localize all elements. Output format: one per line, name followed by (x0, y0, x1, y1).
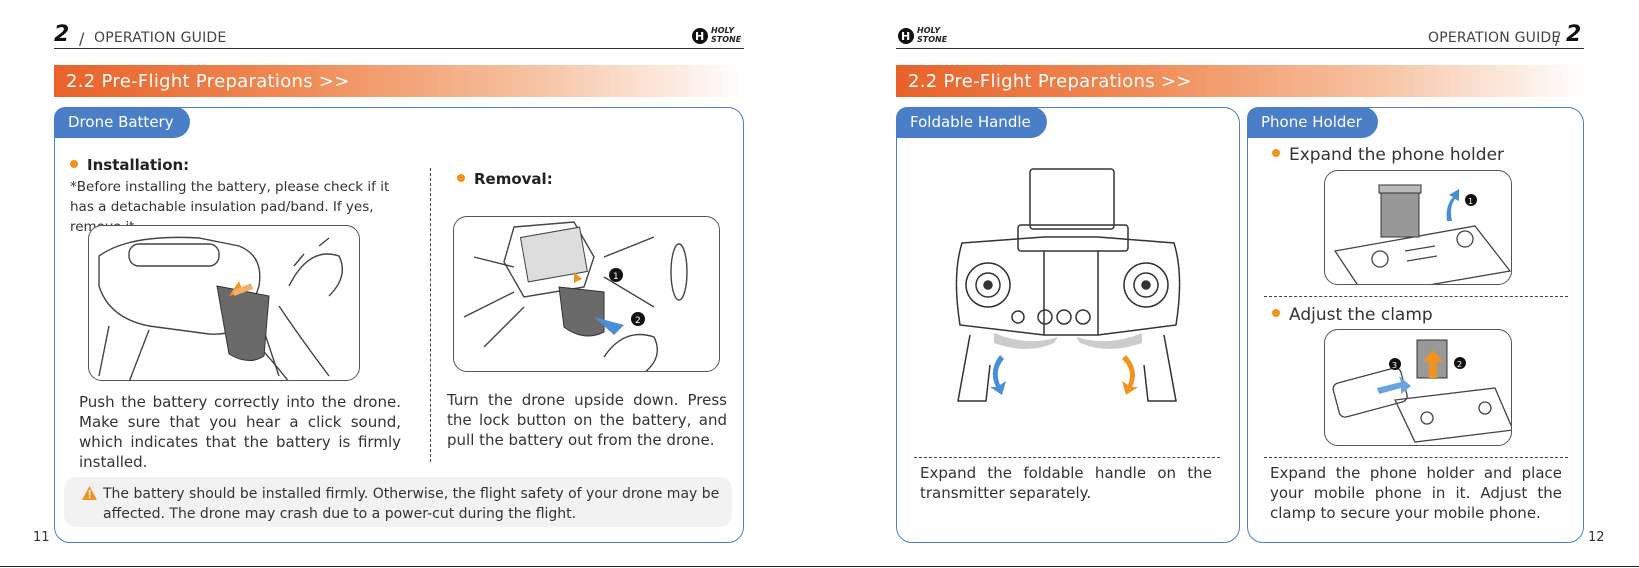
warning-text: The battery should be installed firmly. … (103, 486, 720, 522)
adjust-clamp-illustration: 3 2 (1324, 329, 1512, 446)
installation-illustration (88, 225, 360, 381)
header-label: OPERATION GUIDE (1428, 30, 1561, 46)
header-slash: / (79, 29, 85, 48)
step-marker-2: 2 (635, 316, 641, 326)
logo-text-top: HOLY (711, 26, 735, 35)
bullet-icon (457, 173, 465, 182)
chapter-number: 2 (54, 22, 70, 47)
section-title: 2.2 Pre-Flight Preparations >> (908, 71, 1192, 92)
logo-mark-icon: H (898, 28, 914, 44)
logo-text-bottom: STONE (917, 35, 948, 44)
installation-heading: Installation: (70, 155, 189, 175)
header-rule (896, 48, 1584, 49)
phone-holder-tab: Phone Holder (1247, 107, 1378, 138)
logo-mark-icon: H (692, 28, 708, 44)
installation-body: Push the battery correctly into the dron… (79, 393, 401, 471)
expand-holder-illustration: 1 (1324, 170, 1512, 285)
bullet-icon (1272, 309, 1280, 317)
bottom-rule (0, 566, 1639, 567)
phone-holder-panel (1247, 107, 1584, 543)
transmitter-illustration (948, 165, 1188, 415)
foldable-handle-tab: Foldable Handle (896, 107, 1047, 138)
phone-step-divider (1264, 296, 1568, 297)
header-label: OPERATION GUIDE (94, 30, 227, 46)
bullet-icon (1272, 149, 1280, 157)
page-number-right: 12 (1588, 530, 1605, 545)
logo-text-bottom: STONE (711, 35, 742, 44)
section-bar: 2.2 Pre-Flight Preparations >> (896, 65, 1584, 97)
removal-body: Turn the drone upside down. Press the lo… (447, 391, 727, 449)
column-divider (430, 168, 431, 462)
marker-2: 2 (1457, 360, 1462, 369)
phone-body-divider (1264, 457, 1568, 458)
foldable-handle-body: Expand the foldable handle on the transm… (920, 464, 1212, 502)
removal-illustration: 1 2 (453, 216, 720, 372)
marker-3: 3 (1392, 361, 1397, 370)
handle-divider (914, 457, 1220, 458)
header-rule (54, 48, 744, 49)
phone-holder-step2: Adjust the clamp (1272, 304, 1433, 326)
holy-stone-logo: H HOLY STONE (690, 26, 742, 46)
drone-battery-tab: Drone Battery (54, 107, 190, 138)
phone-holder-step1: Expand the phone holder (1272, 144, 1504, 166)
bullet-icon (70, 159, 78, 168)
header-slash: / (1555, 29, 1561, 48)
holy-stone-logo: H HOLY STONE (896, 26, 948, 46)
drone-battery-panel (54, 107, 744, 543)
step-marker-1: 1 (613, 272, 619, 282)
svg-text:H: H (901, 30, 910, 43)
page-number-left: 11 (33, 530, 50, 545)
marker-1: 1 (1468, 197, 1473, 206)
svg-text:H: H (695, 30, 704, 43)
warning-icon (82, 486, 97, 500)
logo-text-top: HOLY (917, 26, 941, 35)
chapter-number: 2 (1566, 22, 1582, 47)
removal-heading: Removal: (457, 169, 553, 189)
foldable-handle-panel (896, 107, 1240, 543)
section-title: 2.2 Pre-Flight Preparations >> (66, 71, 350, 92)
installation-note: *Before installing the battery, please c… (70, 179, 390, 235)
section-bar: 2.2 Pre-Flight Preparations >> (54, 65, 744, 97)
warning-box (64, 477, 732, 527)
phone-holder-body: Expand the phone holder and place your m… (1270, 464, 1562, 522)
